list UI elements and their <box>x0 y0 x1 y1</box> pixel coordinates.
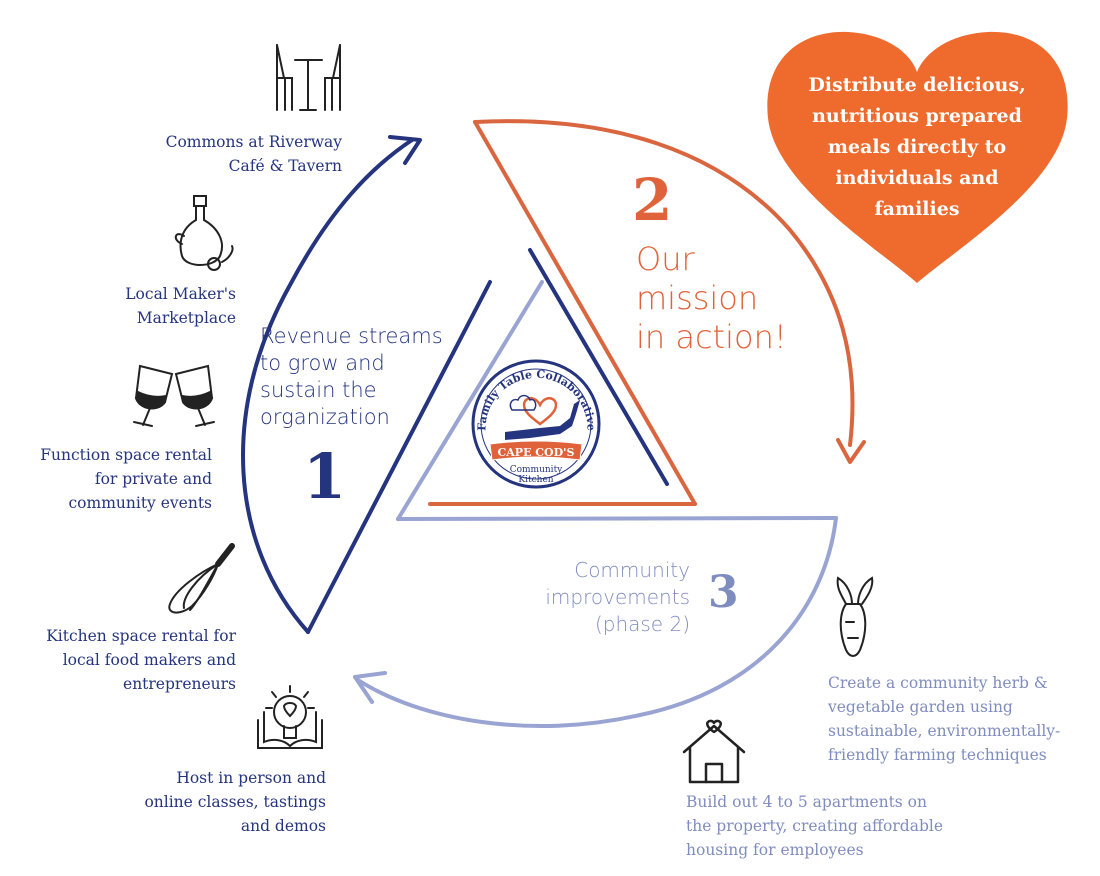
section3-number: 3 <box>708 567 739 618</box>
section1-inner-line <box>306 280 492 634</box>
improvement-item-housing-label: Build out 4 to 5 apartments on the prope… <box>686 790 943 862</box>
revenue-item-line: Function space rental <box>40 446 212 464</box>
revenue-item-function-space-label: Function space rental for private and co… <box>40 443 212 515</box>
section1-number: 1 <box>303 440 347 513</box>
section1-caption-line: Revenue streams <box>260 324 443 348</box>
heart-line: families <box>874 198 960 220</box>
section3-arrowhead <box>353 671 387 704</box>
revenue-item-line: Café & Tavern <box>228 157 342 175</box>
revenue-item-line: for private and <box>94 470 212 488</box>
cafe-table-chairs-icon <box>276 44 341 111</box>
revenue-item-line: Commons at Riverway <box>165 133 342 151</box>
revenue-item-classes-label: Host in person and online classes, tasti… <box>144 766 326 838</box>
improvement-item-line: friendly farming techniques <box>828 746 1047 764</box>
section2-number: 2 <box>632 166 673 234</box>
wine-glasses-icon <box>133 364 215 427</box>
logo-sub-line-1: Community <box>510 465 563 475</box>
carrot-icon <box>836 576 874 657</box>
improvement-item-line: the property, creating affordable <box>686 817 943 835</box>
improvement-item-line: housing for employees <box>686 841 864 859</box>
improvement-item-garden-label: Create a community herb & vegetable gard… <box>828 671 1060 767</box>
section2-arc <box>473 119 855 447</box>
chef-hat-icon <box>509 394 537 411</box>
logo-heart-icon <box>522 397 558 426</box>
section1-arrowhead <box>388 135 422 165</box>
heart-line: nutritious prepared <box>812 105 1022 127</box>
section3-caption-line: Community <box>574 558 690 582</box>
section3-inner-line <box>396 516 838 521</box>
section3-caption-line: (phase 2) <box>594 612 690 636</box>
lightbulb-book-icon <box>257 685 323 749</box>
section2-caption: Our mission in action! <box>636 240 787 357</box>
revenue-item-line: local food makers and <box>62 651 236 669</box>
revenue-item-line: Host in person and <box>176 769 326 787</box>
section3-arc <box>356 516 838 728</box>
heart-line: meals directly to <box>827 136 1007 158</box>
section3-caption-line: improvements <box>545 585 690 609</box>
revenue-item-line: Marketplace <box>136 309 236 327</box>
revenue-item-kitchen-rental-label: Kitchen space rental for local food make… <box>46 624 236 696</box>
navy-inner-diagonal <box>528 248 669 486</box>
section1-caption-line: organization <box>260 405 390 429</box>
improvement-item-line: sustainable, environmentally- <box>828 722 1061 740</box>
section3-caption: Community improvements (phase 2) <box>490 557 690 638</box>
section1-caption: Revenue streams to grow and sustain the … <box>260 323 443 431</box>
section2-inner-line <box>473 120 697 506</box>
olive-oil-bottle-icon <box>174 195 234 271</box>
revenue-item-line: entrepreneurs <box>123 675 236 693</box>
cape-cod-map-icon <box>505 400 580 440</box>
revenue-item-line: community events <box>68 494 212 512</box>
revenue-item-cafe-label: Commons at Riverway Café & Tavern <box>166 130 342 178</box>
revenue-item-line: and demos <box>240 817 326 835</box>
revenue-item-line: Kitchen space rental for <box>46 627 236 645</box>
section1-arc <box>241 138 414 634</box>
heart-line: Distribute delicious, <box>808 74 1026 96</box>
section1-caption-line: to grow and <box>260 351 385 375</box>
revenue-item-line: Local Maker's <box>125 285 236 303</box>
heart-line: individuals and <box>835 167 999 189</box>
improvement-item-line: Create a community herb & <box>828 674 1048 692</box>
heart-shape <box>767 31 1068 283</box>
logo-banner-text: CAPE COD'S <box>498 446 575 459</box>
logo-sub-line-2: Kitchen <box>518 475 553 485</box>
section2-caption-line: mission <box>636 279 759 317</box>
revenue-item-marketplace-label: Local Maker's Marketplace <box>125 282 236 330</box>
section1-caption-line: sustain the <box>260 378 377 402</box>
logo-banner <box>489 440 583 461</box>
community-kitchen-logo: Family Table Collaborative CAPE COD'S Co… <box>471 359 601 489</box>
section2-caption-line: in action! <box>636 318 787 356</box>
improvement-item-line: Build out 4 to 5 apartments on <box>686 793 927 811</box>
revenue-item-line: online classes, tastings <box>144 793 326 811</box>
house-heart-icon <box>682 719 746 784</box>
section2-caption-line: Our <box>636 240 695 278</box>
section2-arrowhead <box>836 438 866 464</box>
whisk-icon <box>168 543 235 614</box>
improvement-item-line: vegetable garden using <box>828 698 1013 716</box>
lavender-inner-diagonal <box>396 280 544 521</box>
heart-message: Distribute delicious, nutritious prepare… <box>792 70 1042 225</box>
